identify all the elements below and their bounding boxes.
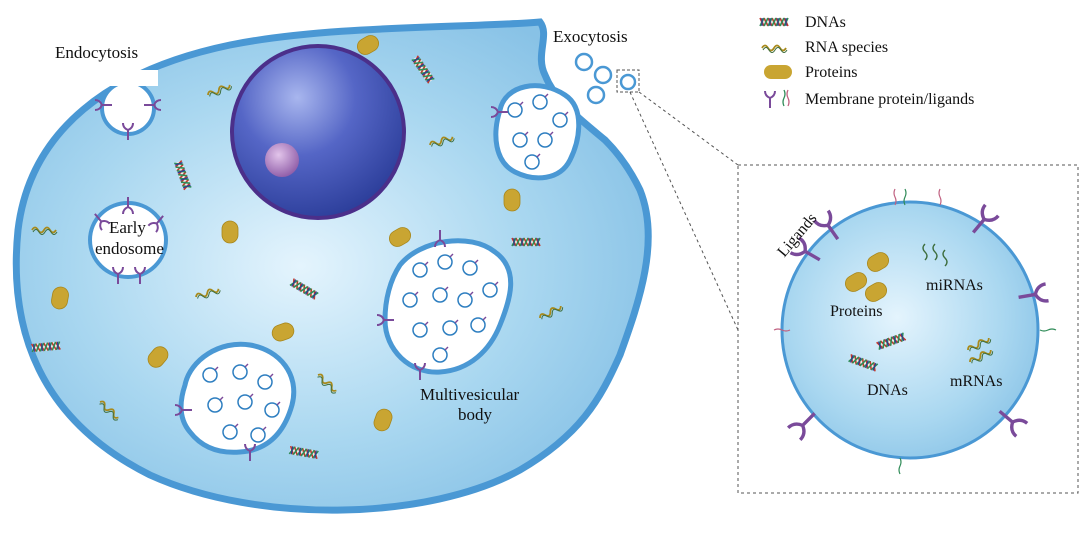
cell [12, 18, 652, 514]
multivesicular-label-line1: Multivesicular [420, 385, 519, 404]
early-endosome [88, 196, 168, 285]
legend-label: RNA species [805, 39, 888, 56]
multivesicular-body [376, 229, 514, 381]
rna-strand-icon [761, 44, 788, 54]
zoom-line-bottom [629, 91, 739, 331]
legend-item-membrane: Membrane protein/ligands [764, 89, 974, 109]
early-endosome-label-line1: Early [109, 218, 146, 237]
nucleolus [265, 143, 299, 177]
zoom-box [616, 69, 640, 93]
membrane-receptor-icon [764, 89, 790, 109]
mrnas-label: mRNAs [950, 373, 1002, 390]
endocytosis-pit [94, 70, 162, 141]
exosome [780, 200, 1040, 460]
legend: DNAs RNA species Proteins Membrane prote… [759, 14, 974, 109]
dnas-label: DNAs [867, 382, 908, 399]
endocytosis-label: Endocytosis [55, 43, 138, 62]
multivesicular-label-line2: body [458, 405, 493, 424]
mirnas-label: miRNAs [926, 277, 983, 294]
legend-label: Proteins [805, 64, 857, 81]
protein-capsule-icon [764, 65, 792, 79]
zoom-panel [737, 164, 1079, 494]
exocytosis-label: Exocytosis [553, 27, 628, 46]
legend-label: Membrane protein/ligands [805, 91, 974, 108]
legend-label: DNAs [805, 14, 846, 31]
dna-helix-icon [759, 17, 789, 27]
exosome-detail: Ligands miRNAs Proteins DNAs mRNAs [773, 188, 1057, 475]
exocytosis-bay [565, 30, 621, 115]
nucleus [230, 44, 406, 220]
exocytosis-mvb [490, 83, 582, 181]
legend-item-proteins: Proteins [764, 64, 857, 81]
legend-item-dnas: DNAs [759, 14, 846, 31]
cell-membrane [12, 18, 652, 514]
proteins-label: Proteins [830, 303, 882, 320]
released-exosomes [574, 52, 640, 105]
multivesicular-body-lower [174, 341, 297, 462]
legend-item-rna: RNA species [761, 39, 888, 56]
early-endosome-label-line2: endosome [95, 239, 164, 258]
zoom-line-top [638, 91, 739, 166]
